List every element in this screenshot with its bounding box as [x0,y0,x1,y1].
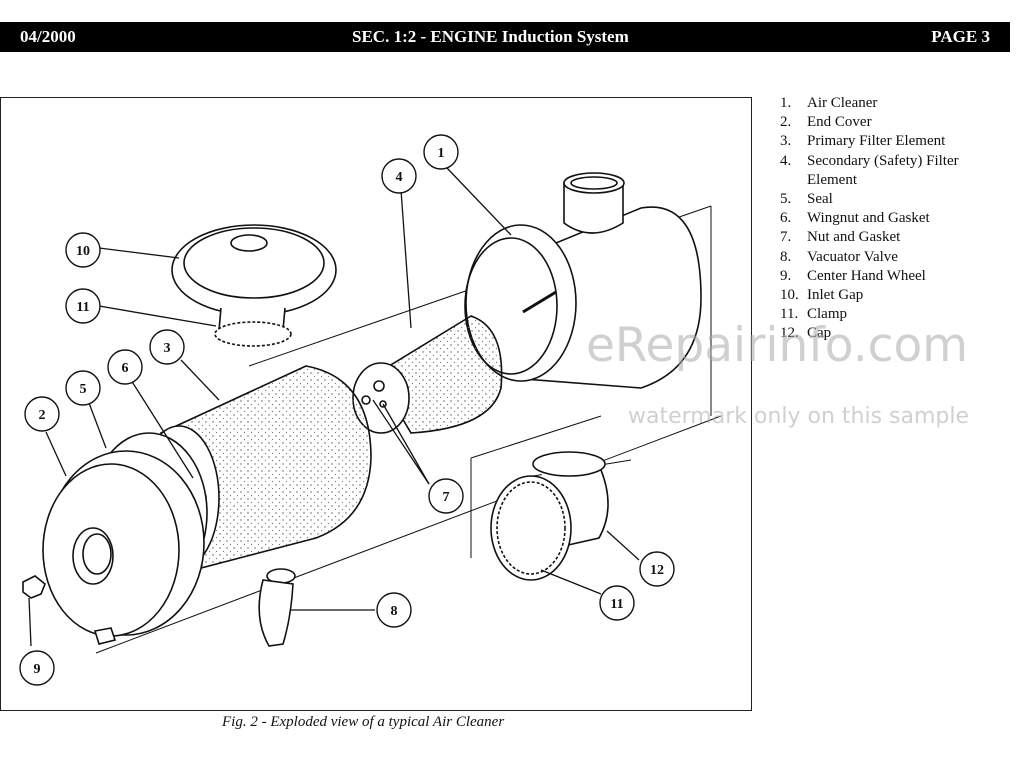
center-hand-wheel [22,575,46,599]
part-label: Air Cleaner [807,95,878,111]
callout-label: 12 [650,563,664,578]
figure-caption: Fig. 2 - Exploded view of a typical Air … [222,714,505,730]
callout-label: 11 [610,597,623,612]
parts-list-item: 9. Center Hand Wheel [780,267,1000,286]
part-number: 12. [780,325,799,342]
parts-list-item: 1. Air Cleaner [780,94,1000,113]
part-label: Nut and Gasket [807,229,901,246]
callout-marker: 4 [381,158,417,194]
parts-list-item: 2. End Cover [780,113,1000,132]
part-number: 9. [780,267,792,284]
callout-marker: 12 [639,551,675,587]
air-cleaner-housing [464,172,702,389]
part-label: Inlet Gap [807,287,864,304]
callout-marker: 2 [24,396,60,432]
part-label: Secondary (Safety) Filter Element [807,152,959,188]
parts-list-item: 4. Secondary (Safety) Filter Element [780,152,1000,190]
part-number: 11. [780,306,799,323]
callout-label: 8 [391,604,398,619]
callout-marker: 9 [19,650,55,686]
part-label: Clamp [807,306,847,323]
part-number: 2. [780,114,792,131]
header-date: 04/2000 [20,27,76,46]
callout-label: 5 [80,382,87,397]
callout-leaders [28,167,640,647]
callout-marker: 6 [107,349,143,385]
callout-marker: 7 [428,478,464,514]
part-number: 6. [780,210,792,227]
callout-label: 1 [438,146,445,161]
part-number: 5. [780,191,792,208]
part-label: Seal [807,191,833,208]
part-label: Primary Filter Element [807,133,946,150]
inlet-cap [171,224,337,347]
callout-label: 10 [76,244,90,259]
part-number: 8. [780,248,792,265]
callout-markers: 1 2 3 4 5 6 7 8 9 10 11 12 11 [19,134,675,686]
exploded-view-figure: 1 2 3 4 5 6 7 8 9 10 11 12 11 [0,97,752,711]
part-number: 3. [780,133,792,150]
part-label: Vacuator Valve [807,248,898,265]
callout-marker: 11 [599,585,635,621]
parts-list-item: 10. Inlet Gap [780,286,1000,305]
parts-list-item: 7. Nut and Gasket [780,228,1000,247]
parts-list-item: 12. Cap [780,324,1000,343]
air-cleaner-illustration: 1 2 3 4 5 6 7 8 9 10 11 12 11 [19,134,722,686]
callout-label: 11 [76,300,89,315]
parts-list: 1. Air Cleaner 2. End Cover 3. Primary Filt… [780,94,1000,344]
callout-marker: 10 [65,232,101,268]
header-page-number: PAGE 3 [931,27,990,46]
part-label: Wingnut and Gasket [807,210,930,227]
callout-label: 9 [34,662,41,677]
callout-marker: 3 [149,329,185,365]
callout-label: 7 [443,490,450,505]
parts-list-item: 6. Wingnut and Gasket [780,209,1000,228]
secondary-filter-element [352,315,503,434]
callout-marker: 1 [423,134,459,170]
callout-marker: 8 [376,592,412,628]
callout-label: 3 [164,341,171,356]
part-number: 1. [780,95,792,111]
part-number: 10. [780,287,799,304]
callout-label: 2 [39,408,46,423]
parts-list-item: 8. Vacuator Valve [780,248,1000,267]
part-label: End Cover [807,114,872,131]
part-label: Cap [807,325,832,342]
header-section-title: SEC. 1:2 - ENGINE Induction System [352,27,629,46]
callout-marker: 11 [65,288,101,324]
callout-marker: 5 [65,370,101,406]
part-label: Center Hand Wheel [807,267,926,284]
page-header: 04/2000 SEC. 1:2 - ENGINE Induction Syst… [0,22,1010,52]
outlet-cap-and-clamp [490,451,609,581]
parts-list-item: 3. Primary Filter Element [780,132,1000,151]
part-number: 7. [780,229,792,246]
part-number: 4. [780,152,792,169]
parts-list-item: 5. Seal [780,190,1000,209]
vacuator-valve [258,568,296,647]
end-cover [42,432,208,645]
callout-label: 6 [122,361,129,376]
parts-list-item: 11. Clamp [780,305,1000,324]
callout-label: 4 [396,170,403,185]
